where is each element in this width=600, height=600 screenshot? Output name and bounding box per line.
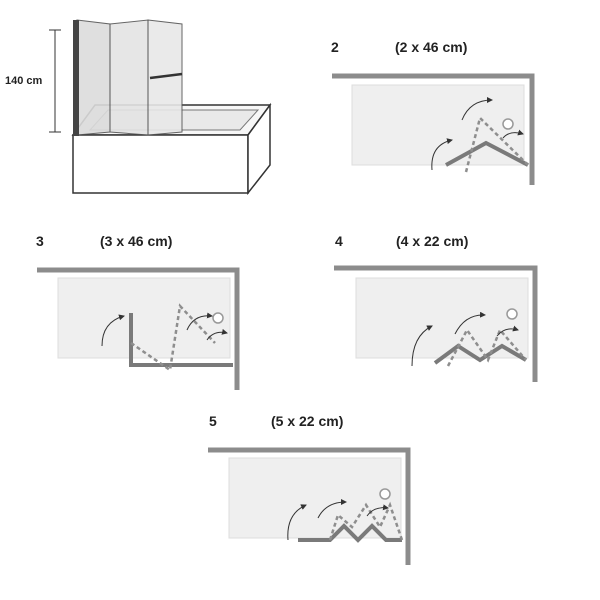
swing-arrow [411,325,433,367]
config-4-size: (4 x 22 cm) [396,233,468,249]
drain-icon [379,488,391,500]
config-2: 2 (2 x 46 cm) [331,39,535,185]
bath-area [57,277,231,359]
config-5-size: (5 x 22 cm) [271,413,343,429]
folded-panels [445,140,529,167]
bath-screen-perspective: 140 cm [5,19,272,196]
wall-outline [37,267,240,390]
swing-arrow [461,97,493,121]
folded-panels [433,343,528,365]
swing-arrow [496,325,519,337]
config-3-number: 3 [36,233,44,249]
config-3-size: (3 x 46 cm) [100,233,172,249]
swing-arrow [186,312,213,331]
drain-icon [502,118,514,130]
swing-arrow [317,499,347,519]
panel-swing-path [464,115,529,173]
config-4-number: 4 [335,233,343,249]
swing-arrow [287,504,307,541]
swing-arrow [101,314,125,347]
config-3: 3 (3 x 46 cm) [36,233,240,390]
panel-swing-path [130,303,216,373]
folded-panels [129,313,233,367]
panel-swing-path [446,327,527,367]
bathtub [71,102,272,196]
wall-outline [208,447,411,565]
swing-arrow [206,328,228,341]
drain-icon [506,308,518,320]
wall-outline [334,265,538,382]
swing-arrow [366,504,389,517]
swing-arrow [431,138,453,171]
config-2-size: (2 x 46 cm) [395,39,467,55]
folding-screen [73,19,183,136]
wall-profile [73,20,79,136]
wall-outline [332,73,535,185]
config-4: 4 (4 x 22 cm) [334,233,538,382]
bath-area [355,277,529,359]
config-5: 5 (5 x 22 cm) [208,413,411,565]
swing-arrow [502,129,524,139]
height-label: 140 cm [5,75,43,87]
panel-swing-path [328,501,404,541]
swing-arrow [454,311,486,335]
config-2-number: 2 [331,39,339,55]
drain-icon [212,312,224,324]
bath-area [228,457,402,539]
config-5-number: 5 [209,413,217,429]
bath-area [351,84,525,166]
handle [149,72,183,80]
